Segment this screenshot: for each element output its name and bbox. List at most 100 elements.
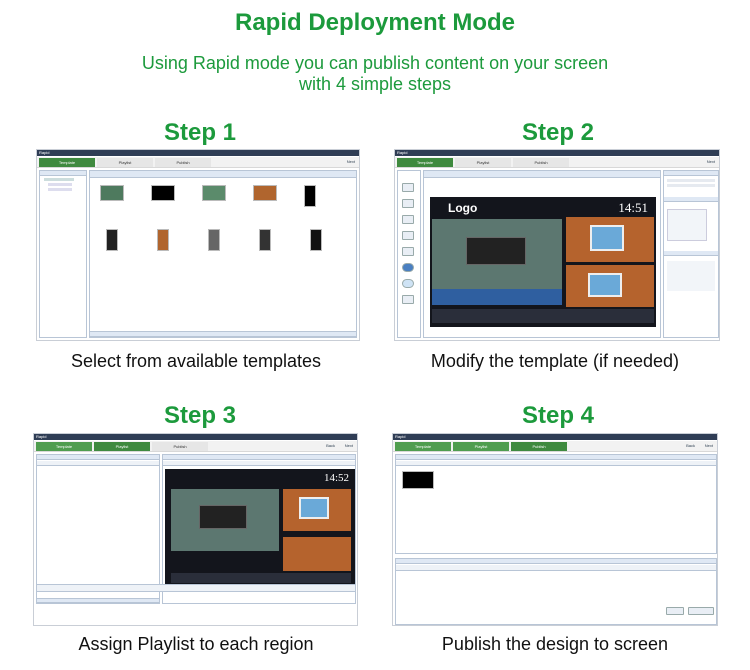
preview-scroller[interactable] [171, 573, 351, 583]
tree-header [40, 171, 86, 176]
publish-settings-panel [395, 558, 717, 625]
wizard-step-publish[interactable]: Publish [155, 158, 211, 167]
wizard-step-template[interactable]: Template [36, 442, 92, 451]
publish-button[interactable] [688, 607, 714, 615]
template-thumb[interactable] [202, 185, 226, 201]
wizard-step-publish[interactable]: Publish [513, 158, 569, 167]
media-filter[interactable] [37, 461, 159, 466]
back-button[interactable]: Back [686, 443, 695, 448]
tree-node[interactable] [48, 183, 72, 186]
wizard-step-publish[interactable]: Publish [152, 442, 208, 451]
tree-node[interactable] [44, 178, 74, 181]
tools-panel [397, 170, 421, 338]
playlist-header [163, 455, 355, 460]
wizard-step-template[interactable]: Template [395, 442, 451, 451]
wizard-step-template[interactable]: Template [39, 158, 95, 167]
preview-film-image [199, 505, 247, 529]
back-button[interactable]: Back [326, 443, 335, 448]
media-pager[interactable] [37, 598, 159, 603]
tool-image[interactable] [402, 199, 414, 208]
next-button[interactable]: Next [704, 443, 713, 448]
regional-info-header [664, 197, 718, 202]
template-thumb[interactable] [106, 229, 118, 251]
position-fields[interactable] [667, 261, 715, 291]
playlist-timeline[interactable] [36, 584, 356, 592]
next-button[interactable]: Next [344, 443, 353, 448]
wizard-bar: Template Playlist Publish Back Next [34, 441, 357, 452]
template-thumb[interactable] [259, 229, 271, 251]
step-3-heading: Step 3 [163, 402, 237, 429]
wizard-bar: Template Playlist Publish Back Next [393, 441, 717, 452]
step-4-screenshot: Rapid Template Playlist Publish Back Nex… [392, 433, 718, 626]
template-thumb[interactable] [151, 185, 175, 201]
wizard-step-publish[interactable]: Publish [511, 442, 567, 451]
step-3-caption: Assign Playlist to each region [78, 634, 314, 654]
preview-film-image [466, 237, 526, 265]
wizard-step-playlist[interactable]: Playlist [94, 442, 150, 451]
wizard-step-playlist[interactable]: Playlist [455, 158, 511, 167]
template-thumb[interactable] [310, 229, 322, 251]
app-titlebar: Rapid [393, 434, 717, 440]
playlist-list-panel [395, 454, 717, 554]
publish-options-row[interactable] [396, 565, 716, 571]
playlist-toolbar[interactable] [396, 461, 716, 466]
step-1-heading: Step 1 [163, 119, 237, 146]
preview-photo-1 [590, 225, 624, 251]
template-thumb[interactable] [253, 185, 277, 201]
template-thumb[interactable] [157, 229, 169, 251]
gallery-pager[interactable] [90, 331, 356, 337]
preview-scroller[interactable] [432, 309, 654, 323]
template-thumb[interactable] [208, 229, 220, 251]
tool-text[interactable] [402, 183, 414, 192]
step-4-heading: Step 4 [521, 402, 595, 429]
step-4-caption: Publish the design to screen [441, 634, 669, 654]
template-info-header [664, 171, 718, 176]
tool-video[interactable] [402, 215, 414, 224]
step-2-screenshot: Rapid Template Playlist Publish Next Log… [394, 149, 720, 341]
step-2-caption: Modify the template (if needed) [430, 351, 680, 371]
position-header [664, 251, 718, 256]
page-title: Rapid Deployment Mode [234, 9, 516, 36]
template-thumb[interactable] [100, 185, 124, 201]
app-titlebar: Rapid [37, 150, 359, 156]
template-thumb[interactable] [304, 185, 316, 207]
next-button[interactable]: Next [706, 159, 715, 164]
tool-date[interactable] [402, 295, 414, 304]
template-preview[interactable]: Logo 14:51 [430, 197, 656, 327]
preview-image-region-2[interactable] [283, 537, 351, 571]
step-1-screenshot: Rapid Template Playlist Publish Next [36, 149, 360, 341]
preview-ticker[interactable] [432, 289, 562, 305]
preview-clock: 14:51 [618, 200, 648, 215]
playlist-toolbar[interactable] [163, 461, 355, 466]
app-titlebar: Rapid [34, 434, 357, 440]
step-2-heading: Step 2 [521, 119, 595, 146]
preview-photo-1 [299, 497, 329, 519]
publish-settings-header [396, 559, 716, 564]
wizard-step-playlist[interactable]: Playlist [97, 158, 153, 167]
tree-node[interactable] [48, 188, 72, 191]
save-button[interactable] [666, 607, 684, 615]
tool-web[interactable] [402, 247, 414, 256]
properties-panel [663, 170, 719, 338]
region-preview[interactable]: 14:52 [165, 469, 355, 587]
media-tabs[interactable] [37, 455, 159, 460]
next-button[interactable]: Next [346, 159, 355, 164]
tool-clock[interactable] [402, 263, 414, 272]
region-list[interactable] [667, 209, 707, 241]
template-gallery [89, 170, 357, 338]
info-row [667, 184, 715, 187]
wizard-step-playlist[interactable]: Playlist [453, 442, 509, 451]
tool-weather[interactable] [402, 279, 414, 288]
step-3-screenshot: Rapid Template Playlist Publish Back Nex… [33, 433, 358, 626]
preview-photo-2 [588, 273, 622, 297]
playlist-preview-panel: 14:52 [162, 454, 356, 604]
wizard-bar: Template Playlist Publish Next [37, 157, 359, 168]
design-thumb[interactable] [402, 471, 434, 489]
subtitle-line-1: Using Rapid mode you can publish content… [141, 53, 609, 73]
gallery-toolbar [90, 171, 356, 178]
subtitle-line-2: with 4 simple steps [298, 74, 452, 94]
preview-clock: 14:52 [323, 472, 349, 484]
layout-editor: Logo 14:51 [423, 170, 661, 338]
tool-ticker[interactable] [402, 231, 414, 240]
wizard-step-template[interactable]: Template [397, 158, 453, 167]
